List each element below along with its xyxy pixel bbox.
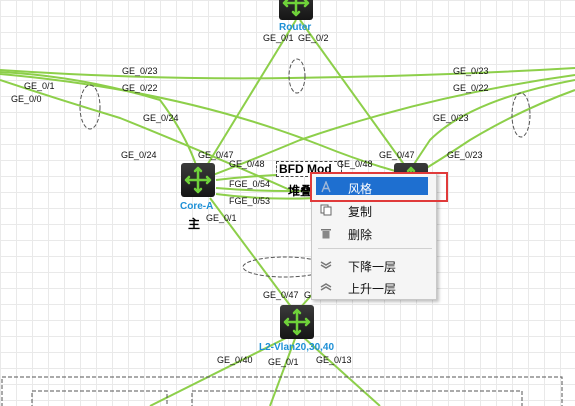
core-a-role: 主 <box>188 217 201 231</box>
port-label: GE_0/2 <box>298 33 329 43</box>
port-label: FGE_0/54 <box>229 179 271 189</box>
link-left-core-a-1 <box>0 71 201 179</box>
lag-ellipse-top <box>288 58 306 94</box>
link-right-core-a <box>204 74 575 179</box>
link-l2-down-2 <box>269 335 297 406</box>
area-box-outer <box>1 376 563 406</box>
port-label: GE_0/23 <box>453 66 489 76</box>
menu-highlight <box>316 177 428 195</box>
core-a-node[interactable] <box>181 163 215 197</box>
port-label: GE_0/24 <box>143 113 179 123</box>
core-a-name: Core-A <box>180 201 214 212</box>
l2-node[interactable] <box>280 305 314 339</box>
menu-item-layer-down[interactable]: 下降一层 <box>312 255 436 275</box>
port-label: GE_0/40 <box>217 355 253 365</box>
link-router-core-a <box>197 19 297 181</box>
link-l2-down-3 <box>301 335 381 406</box>
port-label: GE_0/13 <box>316 355 352 365</box>
copy-icon <box>320 204 332 216</box>
switch-icon <box>184 166 212 194</box>
link-l2-down-1 <box>149 335 291 406</box>
stack-label: 堆叠 <box>288 184 313 198</box>
port-label: GE_0/1 <box>268 357 299 367</box>
switch-icon <box>282 0 310 17</box>
port-label: GE_0/23 <box>447 150 483 160</box>
link-right-core-b <box>414 89 575 176</box>
l2-name: L2-Vlan20,30,40 <box>259 342 335 353</box>
link-left-core-b <box>0 73 411 176</box>
port-label: GE_0/48 <box>337 159 373 169</box>
port-label: GE_0/47 <box>198 150 234 160</box>
port-label: GE_0/1 <box>263 33 294 43</box>
port-label: GE_0/23 <box>433 113 469 123</box>
menu-item-layer-up[interactable]: 上升一层 <box>312 277 436 297</box>
port-label: GE_0/23 <box>122 66 158 76</box>
router-name: Router <box>279 22 312 33</box>
context-menu: 风格 复制 删除 下降一层 上升一层 <box>311 172 437 300</box>
port-label: GE <box>304 290 317 300</box>
port-label: GE_0/22 <box>122 83 158 93</box>
menu-item-copy[interactable]: 复制 <box>312 200 436 220</box>
port-label: GE_0/48 <box>229 159 265 169</box>
port-label: GE_0/1 <box>206 213 237 223</box>
port-label: GE_0/22 <box>453 83 489 93</box>
area-box-left <box>31 390 168 406</box>
lag-ellipse-left <box>79 84 101 130</box>
link-router-core-b <box>299 19 409 171</box>
port-label: GE_0/0 <box>11 94 42 104</box>
trash-icon <box>321 229 331 239</box>
link-core-a-l2 <box>209 197 293 309</box>
port-label: GE_0/47 <box>263 290 299 300</box>
menu-item-delete[interactable]: 删除 <box>312 223 436 243</box>
port-label: FGE_0/53 <box>229 196 271 206</box>
router-node[interactable] <box>279 0 313 20</box>
switch-icon <box>283 308 311 336</box>
port-label: GE_0/1 <box>24 81 55 91</box>
area-box-right <box>191 390 523 406</box>
lag-ellipse-right <box>511 92 531 138</box>
link-left-right-top <box>0 67 575 80</box>
menu-item-style[interactable]: 风格 <box>312 177 436 197</box>
link-left-stack <box>0 79 291 191</box>
highlight-annotation-box <box>310 172 448 202</box>
layer-up-icon <box>320 283 332 291</box>
style-icon <box>321 181 331 193</box>
menu-separator <box>318 248 432 249</box>
port-label: GE_0/24 <box>121 150 157 160</box>
layer-down-icon <box>320 261 332 269</box>
port-label: GE_0/47 <box>379 150 415 160</box>
